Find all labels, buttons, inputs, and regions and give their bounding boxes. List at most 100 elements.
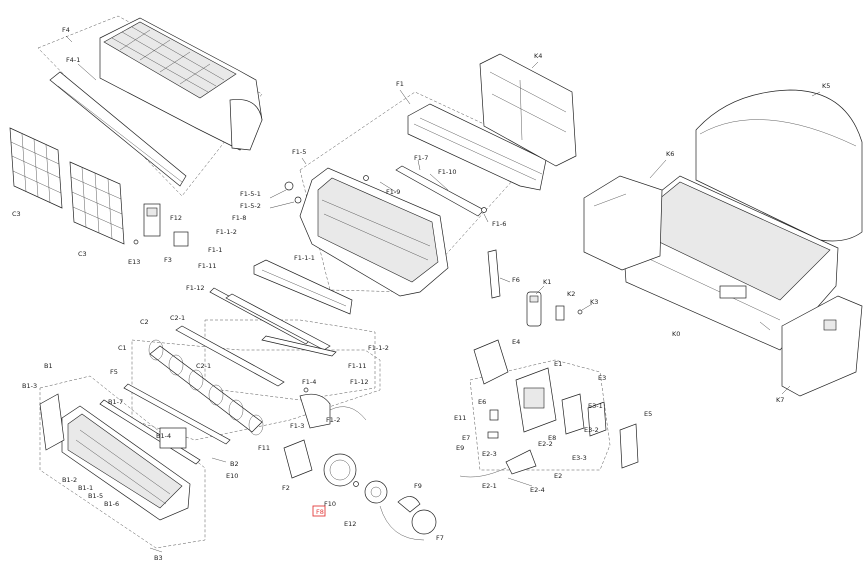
- motor-e12: [364, 480, 388, 504]
- label-f1-12-bottom: F1-12: [350, 378, 369, 386]
- receiver-board-f12: [173, 231, 189, 247]
- screw-e13: [133, 239, 139, 245]
- label-k7: K7: [776, 396, 784, 404]
- bar-c2: [175, 325, 285, 387]
- label-e10: E10: [226, 472, 238, 480]
- label-e9: E9: [456, 444, 464, 452]
- rod-f5: [123, 383, 231, 445]
- label-e3-1: E3-1: [588, 402, 603, 410]
- part-e2: [505, 449, 537, 475]
- label-c1: C1: [118, 344, 127, 352]
- indoor-unit-assembly: [49, 17, 263, 187]
- outdoor-unit-nameplate: [719, 285, 747, 299]
- label-b2: B2: [230, 460, 239, 468]
- label-e1: E1: [554, 360, 562, 368]
- label-f9: F9: [414, 482, 422, 490]
- label-e2-1: E2-1: [482, 482, 497, 490]
- screw-k3: [577, 309, 583, 315]
- label-f1-6: F1-6: [492, 220, 506, 228]
- label-k5: K5: [822, 82, 830, 90]
- part-labels: F4 F4-1 C3 C3 F12 E13 F3 F1 K4 K5 K6 K0 …: [12, 26, 830, 562]
- label-f6: F6: [512, 276, 520, 284]
- label-f1-10: F1-10: [438, 168, 457, 176]
- label-e7: E7: [462, 434, 470, 442]
- remote-holder-k2: [555, 305, 565, 321]
- box-e4: [473, 339, 509, 385]
- fan-ring-f10: [323, 453, 357, 487]
- blade-f1-1-2b: [261, 335, 337, 357]
- base-frame-b1: [61, 405, 191, 521]
- louver-f1-1-2: [253, 259, 353, 315]
- leader-lines: [65, 35, 821, 395]
- motor-f1-2: [299, 393, 331, 429]
- board-e3-1: [587, 401, 607, 437]
- label-k0: K0: [672, 330, 680, 338]
- label-c2-1-top: C2-1: [170, 314, 185, 322]
- label-f1-12-top: F1-12: [186, 284, 205, 292]
- screw-f1-9: [363, 175, 369, 181]
- label-f4: F4: [62, 26, 70, 34]
- pipe-f6: [487, 249, 501, 299]
- outdoor-unit-cover-k5: [695, 89, 863, 242]
- label-e2-2: E2-2: [538, 440, 553, 448]
- indoor-unit-side-cover: [229, 99, 263, 151]
- outline-b1: [39, 375, 206, 549]
- label-e2: E2: [554, 472, 562, 480]
- indoor-unit-grid: [111, 26, 225, 93]
- label-f3: F3: [164, 256, 172, 264]
- label-f1-11-bottom: F1-11: [348, 362, 367, 370]
- label-k1: K1: [543, 278, 551, 286]
- wire-e2-4: [507, 477, 533, 487]
- label-c3-right: C3: [78, 250, 87, 258]
- display-board-window: [146, 207, 158, 217]
- chassis-f1-5: [299, 167, 449, 297]
- part-e6: [489, 409, 499, 421]
- motor-cable: [329, 406, 367, 421]
- label-f5: F5: [110, 368, 118, 376]
- side-plate-b1-3: [39, 393, 65, 451]
- label-f1-5: F1-5: [292, 148, 306, 156]
- label-e3-2: E3-2: [584, 426, 599, 434]
- cover-f7: [411, 509, 437, 535]
- cross-flow-fan-c1: [148, 339, 264, 436]
- group-outlines: [37, 15, 611, 549]
- label-e6: E6: [478, 398, 486, 406]
- label-f4-1: F4-1: [66, 56, 80, 64]
- label-e4: E4: [512, 338, 520, 346]
- blade-f1-11: [225, 293, 331, 351]
- label-f1-7: F1-7: [414, 154, 428, 162]
- clip-f9: [397, 496, 421, 513]
- outline-f4: [37, 15, 263, 197]
- label-b1-6: B1-6: [104, 500, 119, 508]
- label-c2-1-bottom: C2-1: [196, 362, 211, 370]
- wire-e2-1: [459, 467, 507, 478]
- part-f1-5-2: [294, 196, 302, 204]
- front-panel-f4-1: [49, 71, 187, 187]
- label-f1-11-top: F1-11: [198, 262, 217, 270]
- part-e7: [487, 431, 499, 439]
- label-e5: E5: [644, 410, 652, 418]
- label-b1-5: B1-5: [88, 492, 103, 500]
- motor-lead: [379, 505, 425, 541]
- mounting-plate-k4: [479, 53, 577, 167]
- label-b1-2: B1-2: [62, 476, 77, 484]
- label-f1-9: F1-9: [386, 188, 400, 196]
- outline-e: [469, 359, 611, 471]
- label-e8: E8: [548, 434, 556, 442]
- label-e3: E3: [598, 374, 606, 382]
- label-f1-4: F1-4: [302, 378, 316, 386]
- indoor-unit-filter-top: [103, 21, 237, 99]
- label-f1-1-2-bottom: F1-1-2: [368, 344, 389, 352]
- label-f1-8: F1-8: [232, 214, 246, 222]
- outline-c: [131, 339, 381, 441]
- cover-e5: [619, 423, 639, 469]
- label-k6: K6: [666, 150, 674, 158]
- air-filter-c3-left: [9, 127, 63, 209]
- label-e2-3: E2-3: [482, 450, 497, 458]
- screw-e12: [353, 481, 359, 487]
- air-filter-c3-right: [69, 161, 125, 245]
- label-f1-2: F1-2: [326, 416, 340, 424]
- label-f1-5-1: F1-5-1: [240, 190, 261, 198]
